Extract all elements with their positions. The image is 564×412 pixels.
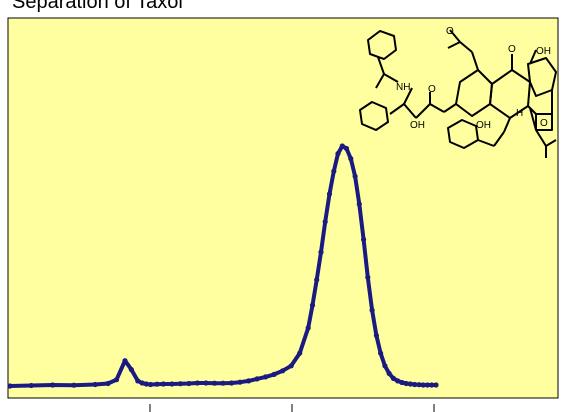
data-point [378, 350, 384, 356]
data-point [322, 219, 328, 225]
data-point [148, 381, 154, 388]
data-point [228, 380, 235, 386]
data-point [203, 380, 209, 386]
data-point [305, 325, 311, 331]
data-point [28, 382, 34, 389]
data-point [105, 380, 111, 387]
oxetane-ring [535, 113, 553, 131]
chart-title: Separation of Taxol [12, 0, 183, 13]
data-point [356, 201, 362, 207]
data-point [365, 274, 371, 280]
data-point [343, 145, 350, 152]
data-point [386, 370, 392, 376]
data-point [395, 378, 401, 384]
label-o-4: O [540, 118, 548, 129]
data-point [416, 382, 422, 388]
phenyl-ring-left [359, 101, 389, 131]
data-point [186, 380, 192, 387]
data-point [92, 381, 98, 388]
data-point [194, 380, 200, 386]
label-oh-side: OH [410, 120, 425, 131]
x-axis-ticks [149, 404, 435, 412]
data-point [263, 374, 269, 380]
data-point [433, 382, 439, 388]
data-point [128, 367, 134, 373]
data-point [399, 379, 405, 386]
label-oh-ring: OH [476, 120, 491, 131]
data-point [403, 380, 409, 387]
data-point [50, 382, 56, 388]
data-point [352, 173, 358, 179]
data-point [254, 376, 260, 382]
data-point [390, 375, 396, 381]
data-point [288, 363, 294, 369]
data-point [335, 151, 341, 157]
data-point [271, 371, 277, 377]
series-layer [7, 143, 439, 389]
data-point [135, 378, 141, 384]
data-point [237, 379, 243, 385]
taxol-structure-icon: NH OH OH OH O O O O H [359, 26, 557, 158]
data-point [309, 302, 316, 308]
data-point [160, 381, 166, 387]
data-point [331, 168, 337, 174]
data-point [339, 143, 345, 149]
benzoyl-ring-top [367, 30, 397, 60]
data-point [361, 236, 367, 243]
data-point [220, 380, 226, 386]
data-point [407, 381, 413, 387]
label-nh: NH [396, 82, 410, 93]
data-point [246, 378, 252, 384]
data-point [177, 381, 183, 387]
data-point [382, 363, 388, 369]
data-point [211, 380, 218, 386]
data-point [169, 381, 175, 387]
data-point [412, 381, 418, 388]
data-point [318, 249, 324, 255]
label-h: H [516, 108, 523, 119]
data-point [429, 382, 435, 388]
data-point [280, 368, 286, 374]
data-point [420, 382, 426, 388]
label-oh-top: OH [536, 46, 551, 57]
data-point [139, 380, 145, 386]
data-point [314, 277, 320, 283]
data-point [348, 156, 354, 162]
data-point [143, 381, 149, 387]
label-o-1: O [446, 26, 454, 37]
data-point [7, 383, 13, 389]
data-point [326, 191, 333, 197]
data-point [113, 377, 120, 383]
data-point [122, 358, 128, 364]
label-o-3: O [428, 84, 436, 95]
data-point [373, 332, 379, 339]
data-point [369, 307, 375, 313]
data-point [297, 350, 303, 356]
data-point [424, 382, 431, 388]
data-point [71, 382, 77, 388]
plot-area [7, 17, 559, 399]
label-o-2: O [508, 44, 516, 55]
data-point [154, 381, 160, 387]
